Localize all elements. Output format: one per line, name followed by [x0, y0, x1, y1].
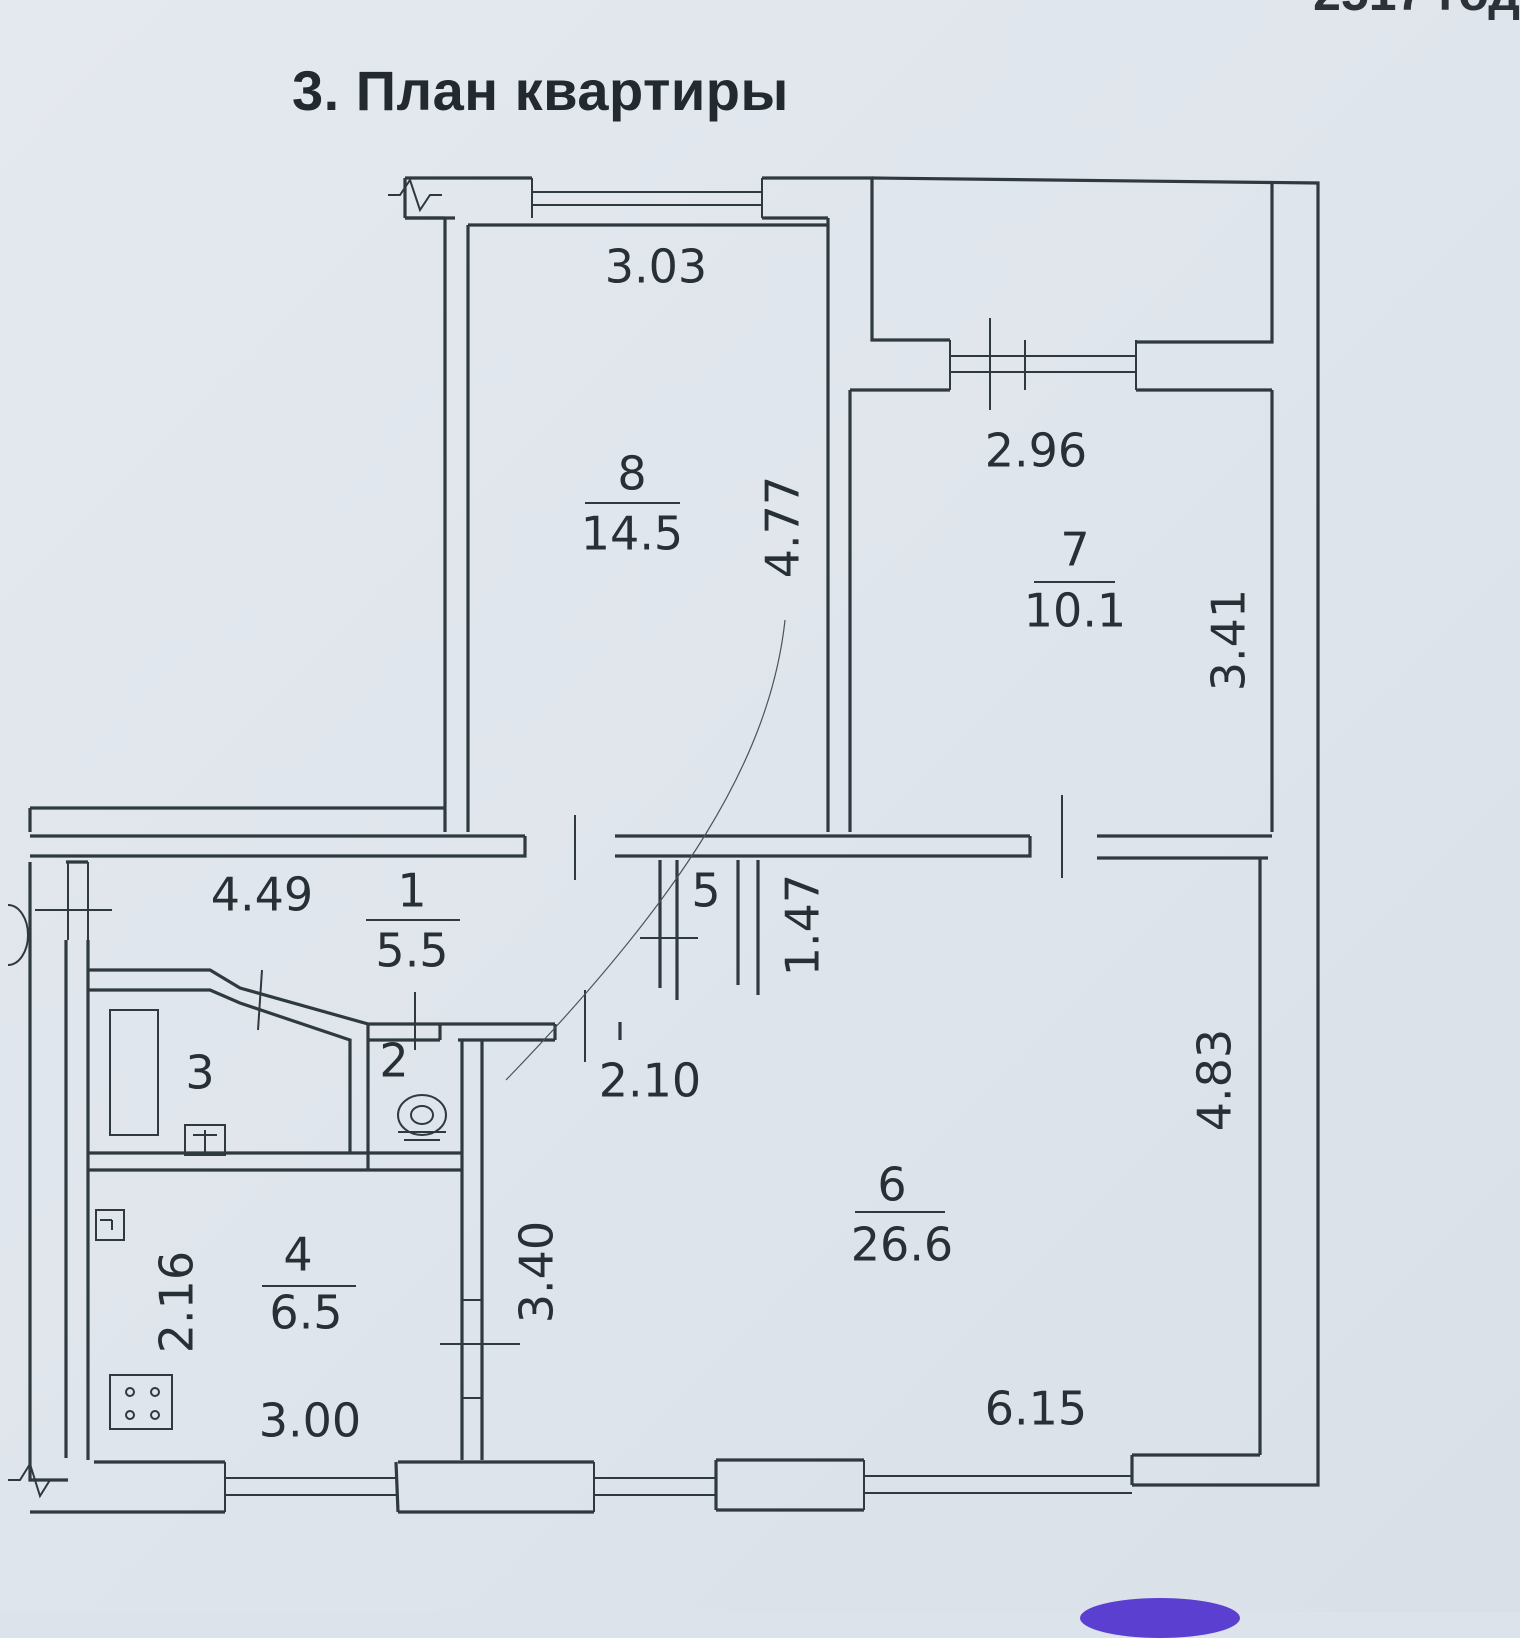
- room-1-area: 5.5: [375, 924, 448, 978]
- room-6-extra: 3.40: [510, 1221, 564, 1323]
- room-2-number: 2: [379, 1034, 408, 1088]
- sink-icon: [184, 1124, 226, 1156]
- room-4-area: 6.5: [269, 1286, 342, 1340]
- window-room-7: [949, 318, 1137, 410]
- title-fragment: 2517 год: [1313, 0, 1520, 22]
- stove-icon: [109, 1374, 173, 1430]
- room-6-area: 26.6: [851, 1218, 953, 1272]
- room-4-number: 4: [283, 1228, 312, 1282]
- room-5-length: 1.47: [776, 874, 830, 976]
- window-room-6-left: [593, 1462, 716, 1512]
- windows: [224, 178, 1137, 1512]
- interior-walls: [35, 795, 1063, 1460]
- corridor-width: 2.10: [599, 1054, 701, 1108]
- kitchen-sink-icon: [95, 1209, 125, 1241]
- room-8-area: 14.5: [581, 507, 683, 561]
- bathtub-icon: [109, 1009, 159, 1136]
- room-6-length: 4.83: [1188, 1029, 1242, 1131]
- fraction-bars: [262, 502, 1115, 1287]
- room-6-number: 6: [877, 1158, 906, 1212]
- scanner-artifact: [1080, 1598, 1240, 1638]
- room-7-width: 2.96: [985, 424, 1087, 478]
- room-5-number: 5: [691, 864, 720, 918]
- room-8-width: 3.03: [605, 240, 707, 294]
- room-7-number: 7: [1060, 523, 1089, 577]
- window-room-6-right: [863, 1460, 1132, 1510]
- room-6-width: 6.15: [985, 1382, 1087, 1436]
- room-7-length: 3.41: [1202, 589, 1256, 691]
- room-8-length: 4.77: [756, 476, 810, 578]
- toilet-icon: [397, 1094, 447, 1136]
- room-7-area: 10.1: [1024, 584, 1126, 638]
- room-4-width: 3.00: [259, 1394, 361, 1448]
- outer-walls: [28, 176, 1320, 1514]
- window-kitchen: [224, 1462, 396, 1512]
- labels: 3.03 8 14.5 4.77 2.96 7 10.1 3.41 4.49 1…: [150, 240, 1256, 1448]
- break-markers: [7, 177, 442, 1499]
- room-1-width: 4.49: [211, 868, 313, 922]
- page-title: 3. План квартиры: [292, 59, 789, 122]
- window-room-8: [531, 178, 763, 218]
- room-8-number: 8: [617, 447, 646, 501]
- fixtures: [95, 1009, 447, 1430]
- room-1-number: 1: [397, 864, 426, 918]
- room-4-length: 2.16: [150, 1251, 204, 1353]
- room-3-number: 3: [185, 1046, 214, 1100]
- door-swing-arc: [505, 619, 786, 1081]
